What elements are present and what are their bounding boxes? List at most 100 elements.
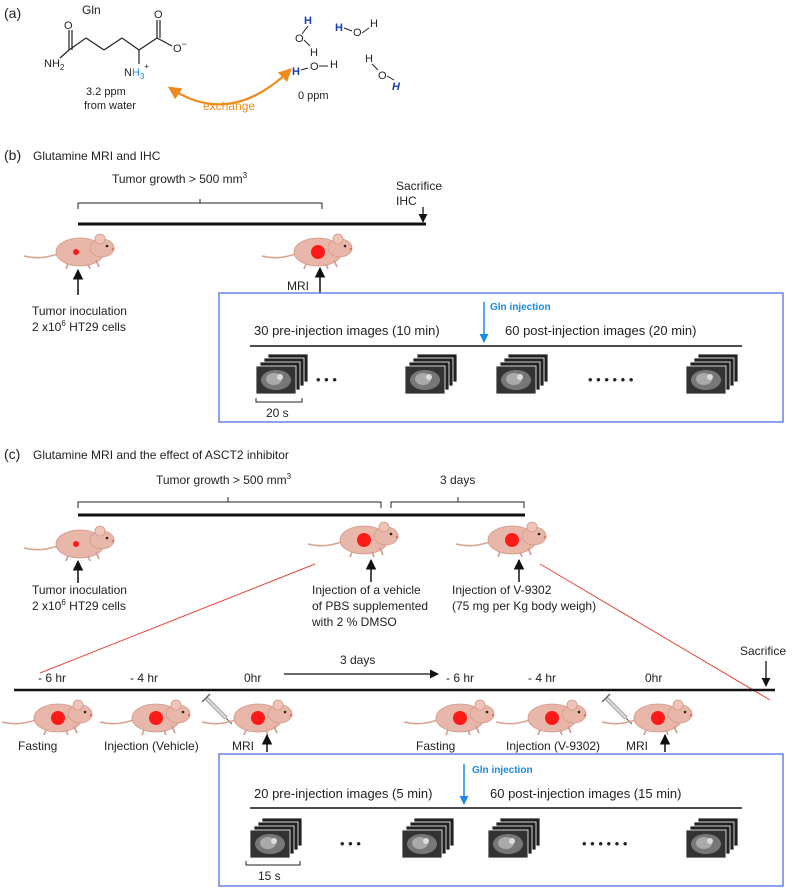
time-zero-2: 0hr	[645, 671, 662, 685]
mouse-icon	[261, 233, 354, 270]
exchange-arrow-icon	[167, 68, 292, 106]
inoculation-line-2-c: 2 x106 HT29 cells	[32, 598, 126, 613]
panel-a-label: (a)	[4, 5, 21, 21]
tumor-growth-label: Tumor growth > 500 mm3	[112, 171, 248, 186]
syringe-icon	[200, 692, 234, 726]
svg-text:H: H	[310, 47, 318, 59]
mri-protocol-box-c	[218, 753, 784, 887]
vehicle-line-2: of PBS supplemented	[312, 599, 428, 613]
mouse-icon	[201, 699, 294, 736]
three-days-bracket	[390, 497, 525, 508]
fasting-label-2: Fasting	[416, 739, 455, 753]
svg-text:H: H	[335, 22, 343, 34]
svg-text:H: H	[304, 15, 312, 27]
time-minus6-1: - 6 hr	[38, 671, 66, 685]
post-images-label-c: 60 post-injection images (15 min)	[490, 786, 681, 801]
mri-stack-icon	[404, 353, 458, 395]
inoculation-line-1-c: Tumor inoculation	[32, 583, 127, 597]
panel-c: (c) Glutamine MRI and the effect of ASCT…	[1, 446, 786, 887]
dots-short-b: • • •	[316, 372, 337, 387]
fasting-label-1: Fasting	[18, 739, 57, 753]
tumor-growth-label-c: Tumor growth > 500 mm3	[156, 472, 292, 487]
panel-b-label: (b)	[4, 147, 21, 163]
svg-text:O: O	[295, 33, 304, 45]
mouse-icon	[99, 699, 192, 736]
syringe-icon	[600, 692, 634, 726]
water-shift-value: 0 ppm	[298, 90, 329, 102]
svg-text:H: H	[370, 18, 378, 30]
tumor-growth-bracket	[77, 199, 323, 209]
time-minus6-2: - 6 hr	[446, 671, 474, 685]
mri-protocol-box-b	[218, 292, 784, 423]
three-days-arrow-label: 3 days	[340, 653, 375, 667]
water-molecule-1: H O H	[295, 15, 318, 59]
time-minus4-1: - 4 hr	[130, 671, 158, 685]
mri-stack-icon	[487, 817, 541, 859]
panel-a: (a) Gln O NH2 O O− NH3+ 3.2 ppm	[4, 3, 401, 113]
mri-stack-icon	[685, 353, 739, 395]
glutamine-structure	[59, 20, 173, 64]
three-days-label: 3 days	[440, 473, 475, 487]
pre-images-label-b: 30 pre-injection images (10 min)	[254, 323, 440, 338]
carbonyl-oxygen: O	[154, 9, 163, 21]
injection-v9302-label: Injection (V-9302)	[506, 739, 600, 753]
interval-label-c: 15 s	[258, 869, 281, 883]
mouse-icon	[23, 525, 116, 562]
mouse-icon	[495, 699, 588, 736]
mri-stack-icon	[401, 817, 455, 859]
ammonium-group: NH3+	[124, 62, 149, 81]
time-zero-1: 0hr	[244, 671, 261, 685]
mouse-icon	[1, 699, 94, 736]
mri-stack-icon	[255, 353, 309, 395]
mouse-icon	[23, 233, 116, 270]
mouse-icon	[403, 699, 496, 736]
mouse-icon	[307, 521, 400, 558]
mri-label-c2: MRI	[626, 739, 648, 753]
gln-injection-label-b: Gln injection	[490, 302, 551, 313]
vehicle-line-1: Injection of a vehicle	[312, 583, 421, 597]
amide-nh2: NH2	[44, 58, 65, 72]
panel-b-title: Glutamine MRI and IHC	[33, 149, 161, 163]
inoculation-line-2-b: 2 x106 HT29 cells	[32, 319, 126, 334]
amide-oxygen: O	[64, 20, 73, 32]
injection-vehicle-label: Injection (Vehicle)	[104, 739, 199, 753]
water-molecule-2: H O H	[335, 18, 378, 39]
mouse-icon	[455, 521, 548, 558]
time-minus4-2: - 4 hr	[528, 671, 556, 685]
mri-stack-icon	[249, 817, 303, 859]
svg-text:H: H	[365, 53, 373, 65]
svg-text:O: O	[378, 70, 387, 82]
svg-text:H: H	[330, 59, 338, 71]
exchange-label: exchange	[203, 99, 255, 113]
molecule-name: Gln	[82, 3, 101, 17]
dots-short-c: • • •	[340, 836, 361, 851]
mri-label-b: MRI	[287, 279, 309, 293]
carboxylate-oxygen: O−	[173, 39, 187, 55]
interval-bracket-b	[255, 398, 303, 403]
mri-stack-icon	[685, 817, 739, 859]
amine-shift-reference: from water	[84, 100, 136, 112]
water-molecule-3: H O H	[292, 59, 338, 78]
v9302-line-2: (75 mg per Kg body weigh)	[452, 599, 596, 613]
svg-text:H: H	[392, 81, 401, 93]
v9302-line-1: Injection of V-9302	[452, 583, 552, 597]
inoculation-line-1-b: Tumor inoculation	[32, 304, 127, 318]
mouse-icon	[601, 699, 694, 736]
interval-bracket-c	[245, 861, 301, 866]
vehicle-line-3: with 2 % DMSO	[311, 615, 397, 629]
svg-text:O: O	[310, 61, 319, 73]
mri-stack-icon	[495, 353, 549, 395]
mri-label-c1: MRI	[232, 739, 254, 753]
dots-long-b: • • • • • •	[588, 372, 634, 387]
zoom-line-left	[39, 563, 316, 674]
pre-images-label-c: 20 pre-injection images (5 min)	[254, 786, 432, 801]
sacrifice-label-b: Sacrifice	[396, 179, 442, 193]
zoom-line-right	[539, 563, 771, 701]
post-images-label-b: 60 post-injection images (20 min)	[505, 323, 696, 338]
sacrifice-label-c: Sacrifice	[740, 644, 786, 658]
panel-c-label: (c)	[4, 446, 20, 462]
gln-injection-label-c: Gln injection	[472, 765, 533, 776]
dots-long-c: • • • • • •	[582, 836, 628, 851]
svg-text:H: H	[292, 66, 300, 78]
